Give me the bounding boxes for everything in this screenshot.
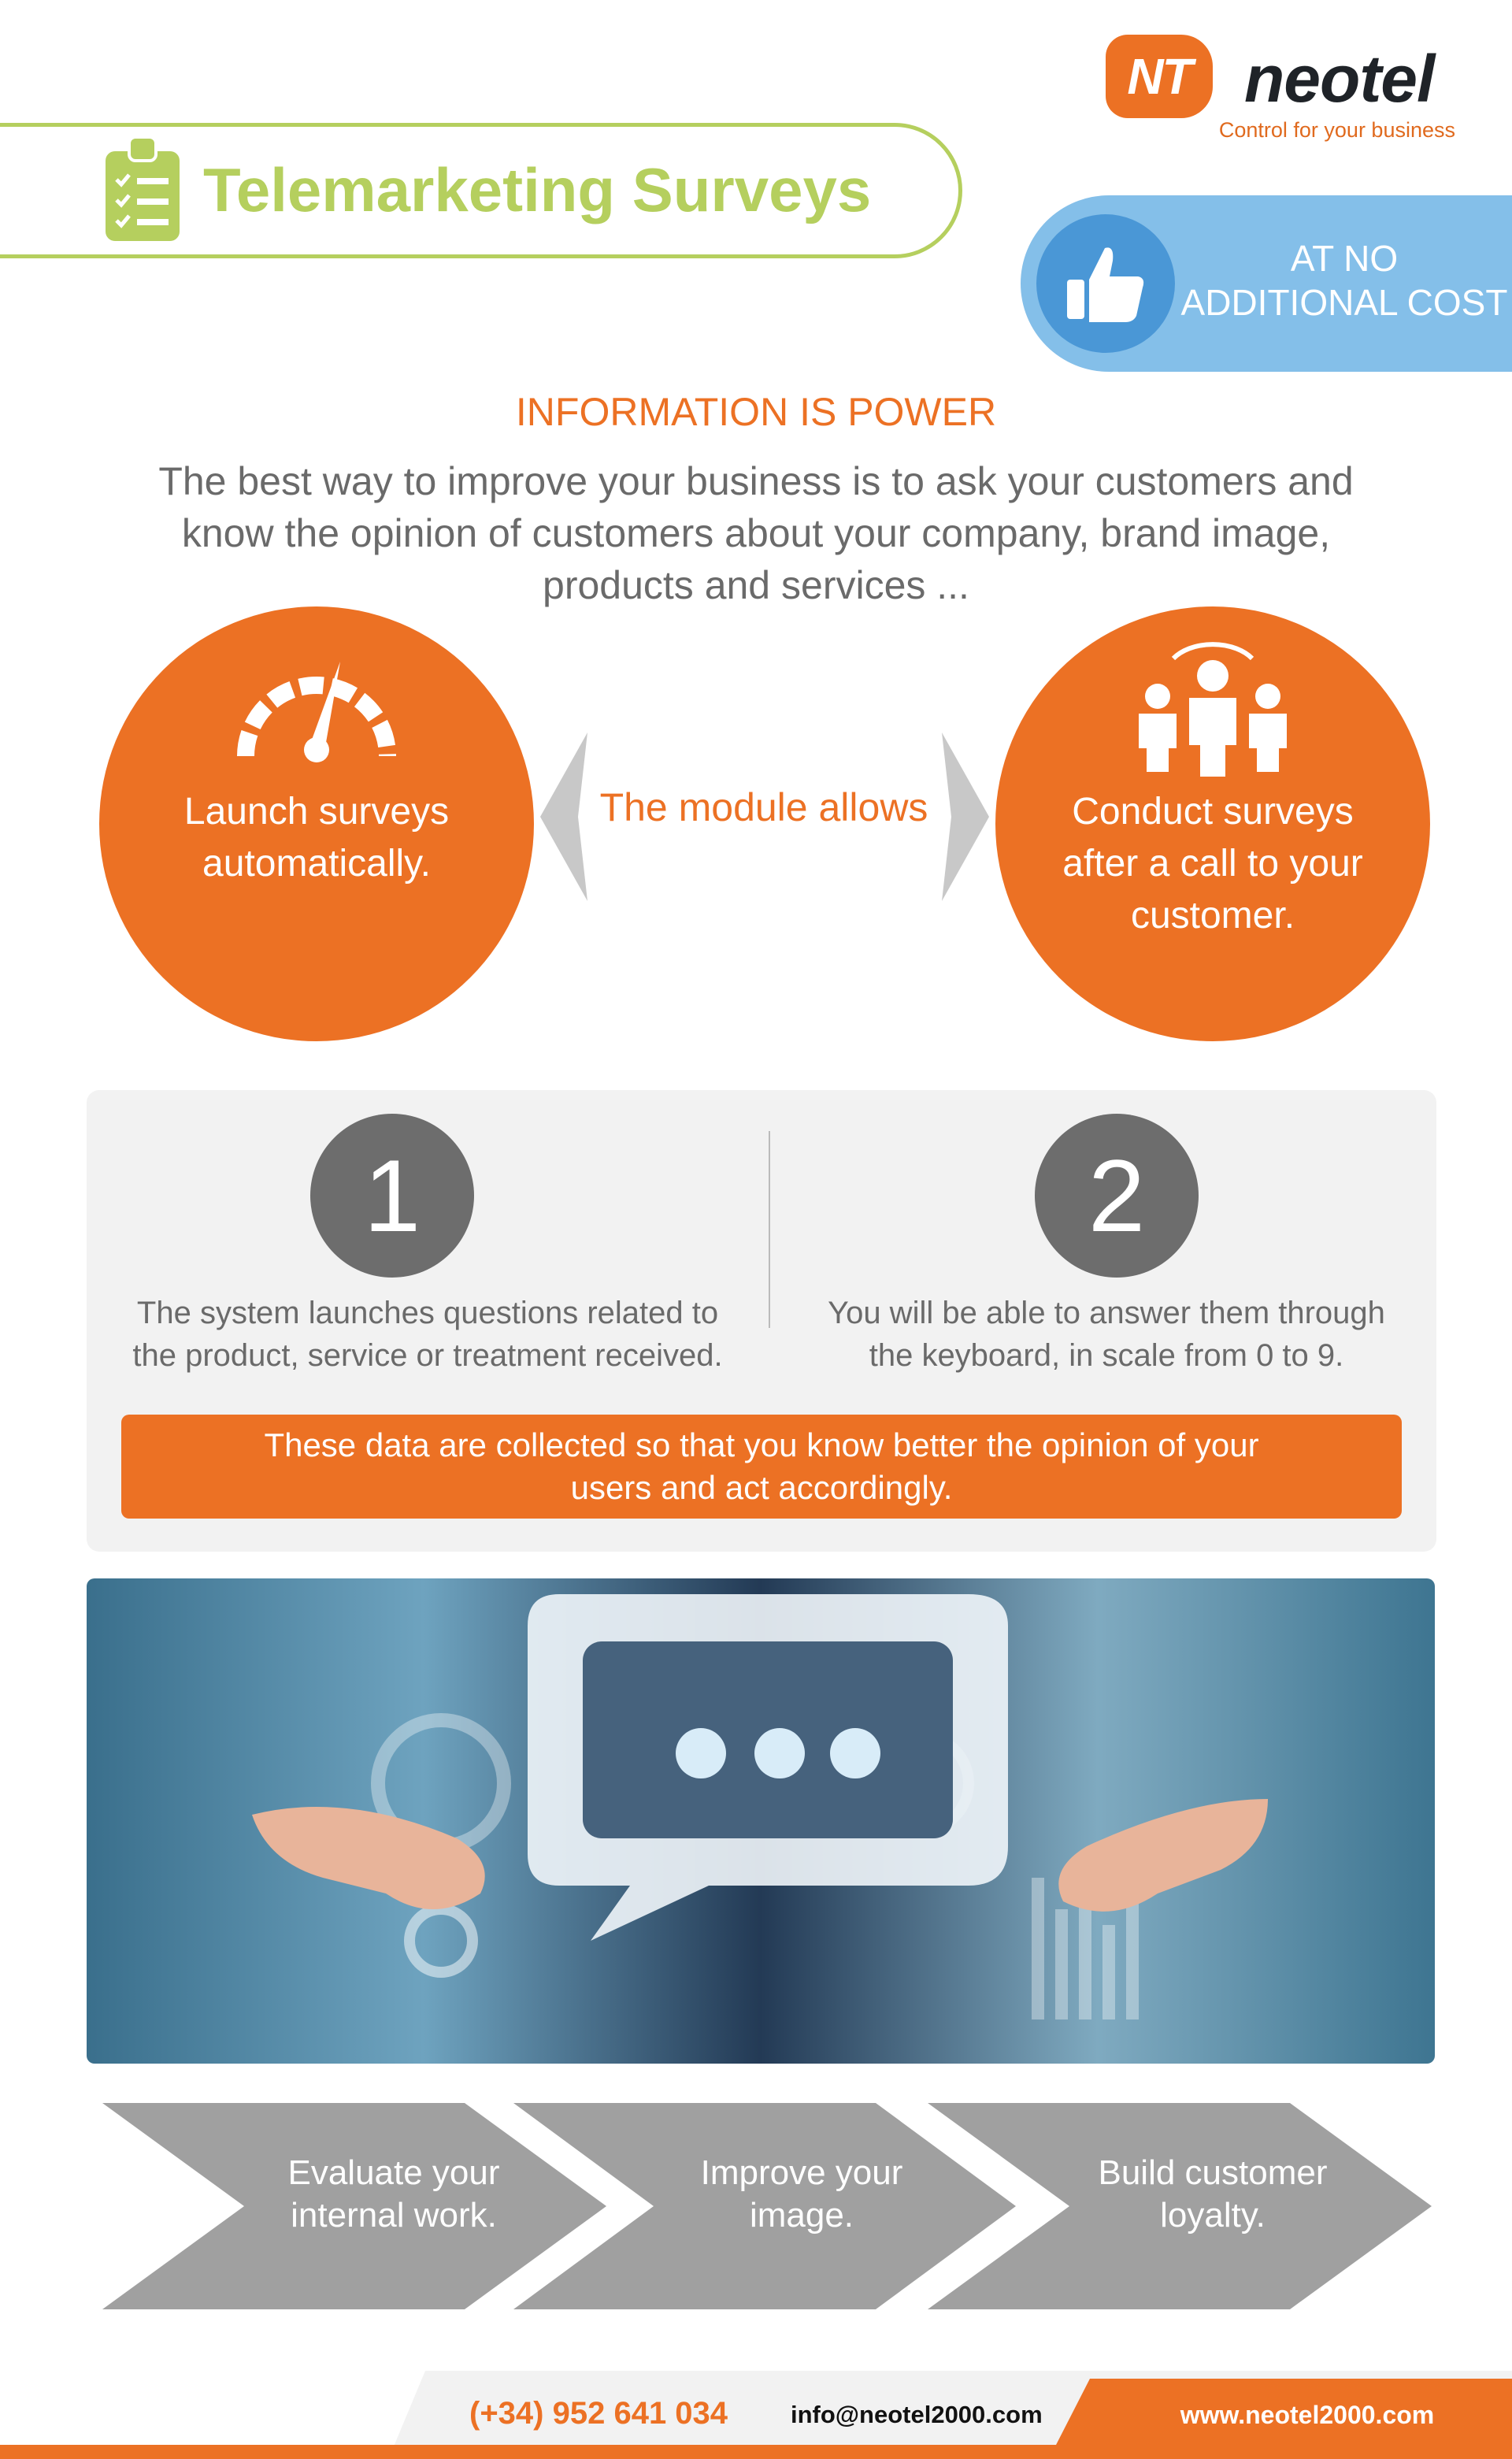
benefit-line: Improve your (700, 2153, 903, 2192)
hands-speech-bubble-photo (87, 1578, 1435, 2064)
feature-conduct-surveys: Conduct surveys after a call to your cus… (995, 606, 1430, 1041)
intro-line: products and services ... (543, 563, 969, 607)
team-icon (1139, 642, 1287, 777)
divider (769, 1131, 770, 1328)
page-title: Telemarketing Surveys (203, 155, 872, 224)
arrow-right-icon (942, 733, 989, 901)
benefit-chevrons (102, 2103, 1432, 2309)
footer-website-band (1055, 2379, 1512, 2446)
benefit-line: Build customer (1098, 2153, 1328, 2192)
phone-link[interactable]: (+34) 952 641 034 (469, 2396, 728, 2431)
thumbs-up-icon (1036, 214, 1175, 353)
step-number-2: 2 (1035, 1114, 1199, 1278)
clipboard-checklist-icon (106, 137, 180, 241)
badge-line-1: AT NO (1290, 238, 1399, 279)
title-banner (0, 123, 962, 258)
intro-paragraph: The best way to improve your business is… (32, 455, 1480, 611)
email-link[interactable]: info@neotel2000.com (791, 2401, 1043, 2428)
benefit-evaluate: Evaluate your internal work. (236, 2152, 551, 2237)
summary-line: These data are collected so that you kno… (264, 1426, 1259, 1463)
feature-text: customer. (1130, 895, 1295, 936)
step-line: the keyboard, in scale from 0 to 9. (869, 1338, 1344, 1373)
speech-bubble-illustration (252, 1594, 1268, 2019)
badge-line-2: ADDITIONAL COST (1180, 282, 1508, 323)
no-cost-text: AT NO ADDITIONAL COST (1177, 236, 1512, 325)
chevron-2 (513, 2103, 1016, 2309)
logo-wordmark: neotel (1244, 42, 1435, 116)
benefit-loyalty: Build customer loyalty. (1055, 2152, 1370, 2237)
module-allows-label: The module allows (599, 785, 928, 829)
benefit-improve: Improve your image. (644, 2152, 959, 2237)
step-2-text: You will be able to answer them through … (780, 1292, 1433, 1377)
feature-text: after a call to your (1062, 843, 1363, 885)
step-number-1: 1 (310, 1114, 474, 1278)
footer-line (0, 2445, 1512, 2459)
benefit-line: loyalty. (1160, 2196, 1266, 2235)
speedometer-icon (237, 662, 396, 762)
benefit-line: internal work. (291, 2196, 497, 2235)
feature-text: Launch surveys (183, 791, 450, 833)
step-line: The system launches questions related to (136, 1296, 719, 1330)
step-line: the product, service or treatment receiv… (132, 1338, 723, 1373)
step-1-text: The system launches questions related to… (93, 1292, 762, 1377)
logo-mark: NT (1106, 35, 1213, 118)
chevron-3 (928, 2103, 1432, 2309)
step-line: You will be able to answer them through (828, 1296, 1385, 1330)
website-link[interactable]: www.neotel2000.com (1180, 2401, 1435, 2429)
summary-line: users and act accordingly. (570, 1469, 953, 1506)
feature-text: automatically. (202, 843, 431, 885)
benefit-line: Evaluate your (287, 2153, 500, 2192)
summary-banner: These data are collected so that you kno… (121, 1415, 1402, 1519)
benefit-line: image. (749, 2196, 854, 2235)
feature-text: Conduct surveys (1072, 791, 1354, 833)
feature-launch-surveys: Launch surveys automatically. (99, 606, 534, 1041)
tagline: Control for your business (1218, 118, 1455, 142)
section-heading: INFORMATION IS POWER (515, 390, 997, 434)
intro-line: The best way to improve your business is… (158, 459, 1354, 503)
arrow-left-icon (540, 733, 587, 901)
intro-line: know the opinion of customers about your… (181, 511, 1331, 555)
chevron-1 (102, 2103, 606, 2309)
